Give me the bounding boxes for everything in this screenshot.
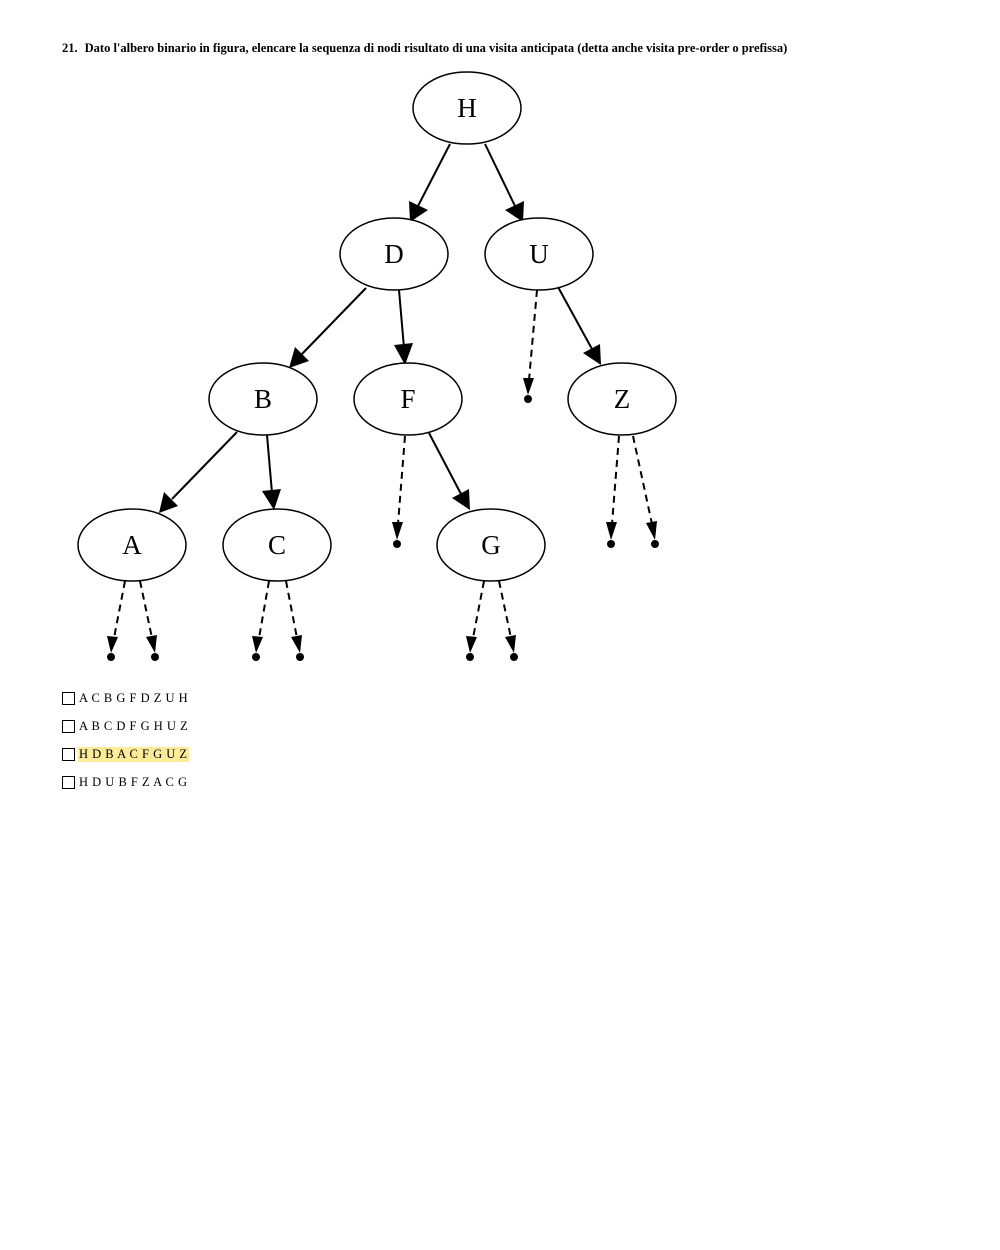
null-edge-G-left — [472, 580, 485, 639]
option-2[interactable]: A B C D F G H U Z — [62, 712, 189, 740]
option-4[interactable]: H D U B F Z A C G — [62, 768, 189, 796]
option-4-checkbox[interactable] — [62, 775, 75, 789]
null-arrowhead-G-left — [466, 636, 477, 653]
node-Z: Z — [567, 362, 677, 436]
null-dots — [107, 395, 659, 661]
null-edge-C-left — [258, 580, 270, 639]
arrowhead-F-G — [452, 489, 470, 510]
arrowhead-D-B — [289, 347, 309, 368]
null-dot-A-right — [151, 653, 159, 661]
null-dot-U-left — [524, 395, 532, 403]
null-arrowhead-U-left — [523, 378, 534, 395]
null-edge-Z-right — [632, 435, 653, 525]
edge-B-C — [266, 434, 273, 494]
null-arrowhead-C-right — [291, 635, 302, 653]
null-dot-Z-left — [607, 540, 615, 548]
arrowhead-U-Z — [583, 344, 601, 365]
null-dot-Z-right — [651, 540, 659, 548]
option-1[interactable]: A C B G F D Z U H — [62, 684, 189, 712]
node-G: G — [436, 508, 546, 582]
node-label-G: G — [481, 530, 501, 560]
null-dot-F-left — [393, 540, 401, 548]
option-3[interactable]: H D B A C F G U Z — [62, 740, 189, 768]
null-edge-F-left — [397, 435, 406, 525]
node-label-C: C — [268, 530, 286, 560]
arrowhead-D-F — [394, 343, 413, 365]
null-edge-A-left — [113, 580, 126, 639]
null-arrowhead-Z-left — [606, 522, 617, 540]
option-2-checkbox[interactable] — [62, 719, 75, 733]
null-dot-C-left — [252, 653, 260, 661]
edge-D-F — [398, 289, 405, 349]
null-edge-A-right — [139, 580, 153, 639]
node-B: B — [208, 362, 318, 436]
null-arrowhead-G-right — [505, 635, 516, 653]
null-edges — [113, 289, 653, 639]
node-label-U: U — [529, 239, 549, 269]
arrowhead-B-C — [262, 489, 281, 510]
node-C: C — [222, 508, 332, 582]
option-3-label: H D B A C F G U Z — [78, 746, 189, 762]
edge-D-B — [301, 287, 367, 355]
edge-F-G — [428, 432, 462, 495]
node-label-Z: Z — [614, 384, 631, 414]
arrowhead-H-U — [505, 201, 524, 222]
node-D: D — [339, 217, 449, 291]
question-number: 21. — [62, 41, 78, 55]
null-edge-G-right — [498, 580, 512, 639]
node-label-B: B — [254, 384, 272, 414]
edge-U-Z — [557, 286, 593, 350]
node-label-F: F — [400, 384, 415, 414]
null-edge-U-left — [528, 289, 538, 381]
binary-tree-diagram: H D U B F Z A C — [77, 71, 677, 661]
null-dot-C-right — [296, 653, 304, 661]
option-1-checkbox[interactable] — [62, 691, 75, 705]
question-body: Dato l'albero binario in figura, elencar… — [84, 41, 788, 55]
option-4-label: H D U B F Z A C G — [79, 774, 188, 789]
null-edge-C-right — [285, 580, 298, 639]
null-arrowhead-F-left — [392, 522, 403, 540]
node-label-A: A — [122, 530, 142, 560]
null-dot-A-left — [107, 653, 115, 661]
null-arrowhead-Z-right — [646, 521, 657, 540]
arrowhead-H-D — [409, 201, 428, 222]
null-arrowhead-C-left — [252, 636, 263, 653]
null-dot-G-right — [510, 653, 518, 661]
edge-H-U — [484, 143, 516, 207]
node-F: F — [353, 362, 463, 436]
null-dot-G-left — [466, 653, 474, 661]
option-2-label: A B C D F G H U Z — [79, 718, 189, 733]
arrowhead-B-A — [159, 492, 178, 513]
answer-options: A C B G F D Z U H A B C D F G H U Z H D … — [62, 684, 189, 796]
node-A: A — [77, 508, 187, 582]
option-3-checkbox[interactable] — [62, 747, 75, 761]
null-arrowhead-A-left — [107, 636, 118, 653]
tree-nodes: H D U B F Z A C — [77, 71, 677, 582]
null-arrowhead-A-right — [146, 635, 157, 653]
question-text: 21. Dato l'albero binario in figura, elen… — [62, 41, 787, 56]
node-label-D: D — [384, 239, 404, 269]
node-H: H — [412, 71, 522, 145]
null-arrowheads — [107, 378, 657, 653]
tree-edges — [159, 143, 601, 513]
node-U: U — [484, 217, 594, 291]
edge-B-A — [171, 431, 238, 500]
option-1-label: A C B G F D Z U H — [79, 690, 189, 705]
node-label-H: H — [457, 93, 477, 123]
null-edge-Z-left — [611, 435, 620, 525]
edge-H-D — [417, 143, 451, 207]
